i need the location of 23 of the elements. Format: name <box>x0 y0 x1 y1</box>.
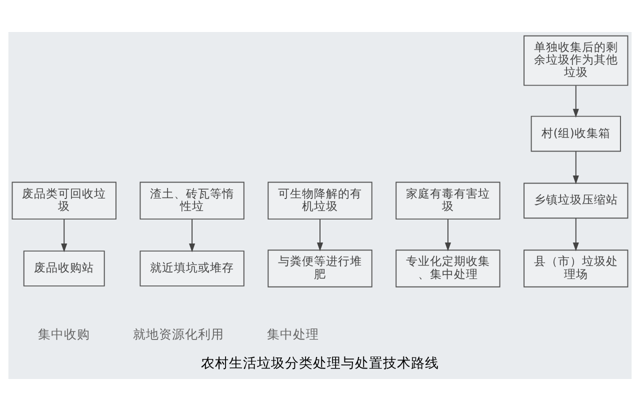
node-box: 家庭有毒有害垃圾 <box>396 181 500 220</box>
arrow <box>444 218 451 251</box>
arrow <box>61 218 68 252</box>
node-box: 村(组)收集箱 <box>530 115 621 152</box>
arrow <box>572 84 579 118</box>
node-box: 专业化定期收集、集中处理 <box>396 249 500 287</box>
node-box: 乡镇垃圾压缩站 <box>524 182 628 218</box>
label: 就地资源化利用 <box>132 326 224 342</box>
node-box: 与粪便等进行堆肥 <box>268 249 372 287</box>
node-box: 渣土、砖瓦等惰性垃 <box>140 181 244 220</box>
node-box: 可生物降解的有机垃圾 <box>268 181 372 220</box>
caption: 农村生活垃圾分类处理与处置技术路线 <box>201 355 439 372</box>
arrow <box>189 218 196 252</box>
node-box: 单独收集后的剩余垃圾作为其他垃圾 <box>524 34 628 86</box>
node-box: 废品收购站 <box>23 250 105 286</box>
label: 集中收购 <box>38 326 90 342</box>
arrow <box>572 217 579 251</box>
node-box: 县（市）垃圾处理场 <box>524 249 628 287</box>
arrow <box>316 218 324 251</box>
arrow <box>572 150 579 184</box>
node-box: 就近填坑或堆存 <box>140 250 244 286</box>
label: 集中处理 <box>266 326 319 342</box>
node-box: 废品类可回收垃圾 <box>12 181 116 220</box>
